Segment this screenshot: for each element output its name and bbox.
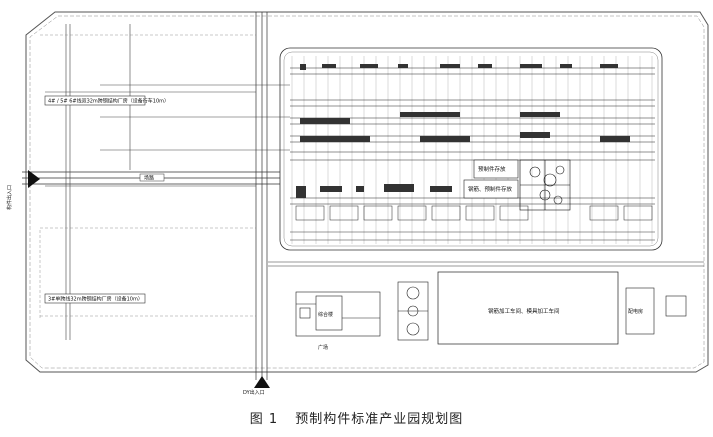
site-boundary-inner: [29, 15, 705, 369]
steel-workshop: [437, 271, 619, 345]
precast-storage-b-frame: [463, 179, 519, 199]
precast-storage-a-frame: [473, 159, 519, 179]
basketball-court: [397, 281, 429, 341]
factory-line-guides: [45, 24, 290, 340]
power-room-label: 配电房: [628, 308, 643, 315]
west-entrance-label: 构件出入口: [6, 185, 13, 210]
office-building: [295, 291, 381, 337]
west-entrance-arrow-icon: [28, 170, 40, 188]
steel-workshop-label: 钢筋加工车间、模具加工车间: [488, 307, 560, 315]
precast-storage-b-label: 钢筋、预制件存放: [468, 185, 513, 193]
precast-storage-a-label: 预制件存放: [478, 165, 506, 173]
figure-title: 预制构件标准产业园规划图: [295, 412, 464, 427]
line-south-frame: [44, 293, 146, 304]
road-label-frame: [139, 173, 165, 182]
line-north-frame: [44, 95, 146, 106]
gate-house: [665, 295, 687, 317]
figure-number: 图 1: [249, 412, 279, 427]
factory-main-block: [279, 47, 663, 251]
figure-caption: 图 1 预制构件标准产业园规划图: [0, 408, 713, 427]
west-dashed-grid: [39, 34, 256, 320]
south-entrance-arrow-icon: [254, 376, 270, 388]
line-north-label: 4# / 5# 6#线双32m跨钢结构厂房（设备行车10m）: [48, 98, 169, 105]
road-label: 场路: [144, 175, 154, 182]
plaza-label: 广场: [318, 344, 328, 351]
north-south-road: [255, 12, 268, 380]
south-entrance-label: DY出入口: [243, 389, 265, 396]
site-plan: 4# / 5# 6#线双32m跨钢结构厂房（设备行车10m） 3#单跨线32m跨…: [6, 11, 709, 396]
office-label: 综合楼: [318, 311, 333, 318]
line-south-label: 3#单跨线32m跨钢结构厂房（设备10m）: [48, 296, 143, 303]
power-room: [625, 287, 655, 335]
site-boundary: [25, 11, 709, 373]
